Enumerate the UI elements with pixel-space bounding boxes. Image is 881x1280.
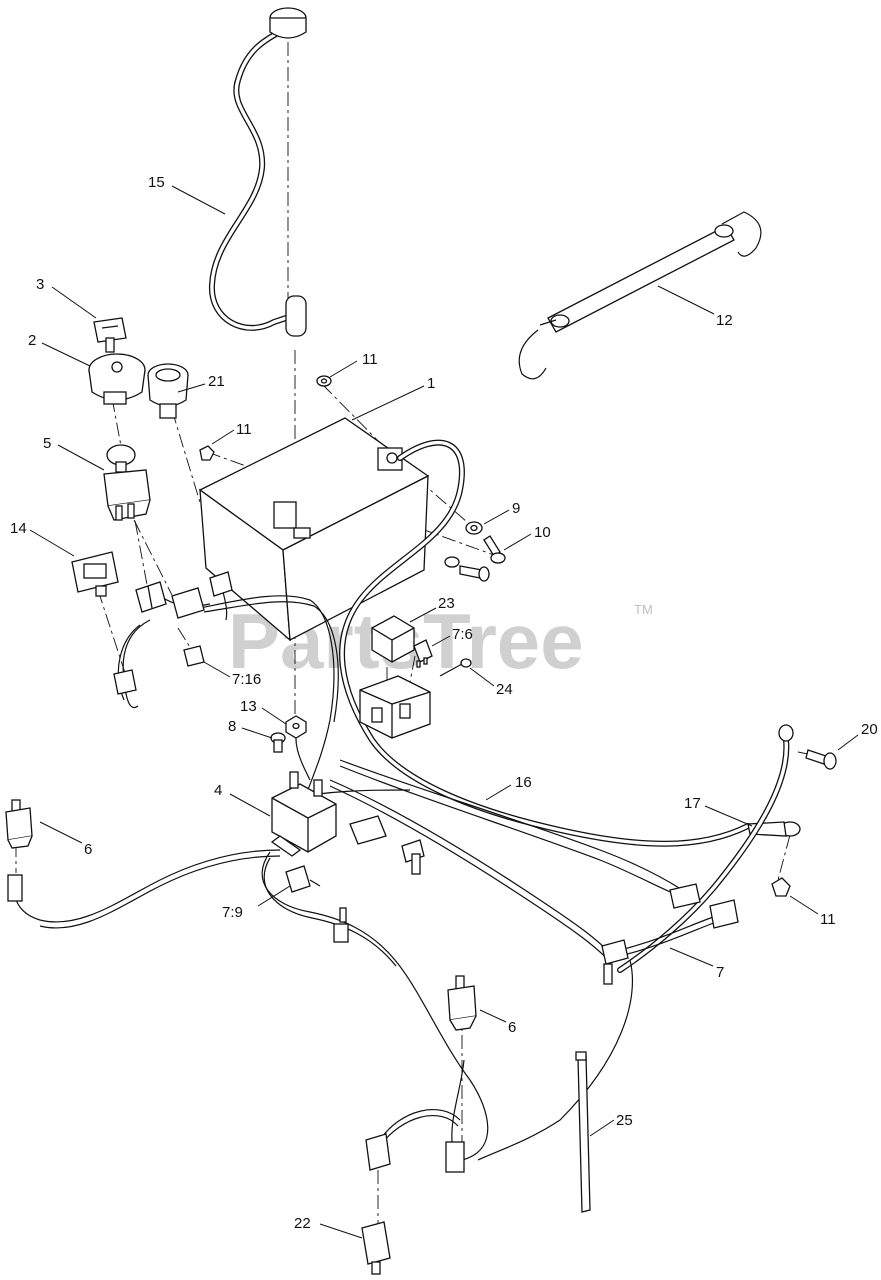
callout-5: 5 <box>43 435 51 452</box>
callout-7-9: 7:9 <box>222 904 243 921</box>
part-14-indicator <box>71 551 119 597</box>
part-6-switch-left <box>5 799 33 902</box>
callout-6-right: 6 <box>508 1019 516 1036</box>
part-8-bolt <box>270 732 286 753</box>
part-17-ground-cable <box>617 724 794 973</box>
part-25-cable-tie <box>575 1051 591 1213</box>
callout-21: 21 <box>208 373 225 390</box>
part-22-connector <box>361 1133 391 1275</box>
callout-11-right: 11 <box>820 911 836 928</box>
harness-connectors <box>113 571 739 985</box>
callout-1: 1 <box>427 375 435 392</box>
callout-14: 14 <box>10 520 27 537</box>
part-6-switch-right <box>445 975 477 1173</box>
callout-11-top: 11 <box>362 351 378 368</box>
callout-10: 10 <box>534 524 551 541</box>
callout-9: 9 <box>512 500 520 517</box>
part-11-nuts <box>199 375 791 897</box>
part-7-9-diode <box>285 865 321 893</box>
callout-leaders <box>29 185 859 1239</box>
callout-16: 16 <box>515 774 532 791</box>
callout-15: 15 <box>148 174 165 191</box>
fuse-block <box>359 675 431 739</box>
part-9-washer <box>444 521 483 568</box>
part-7-6-fuse <box>413 639 433 668</box>
part-13-nut <box>285 715 307 739</box>
part-5-pto-switch <box>103 444 151 521</box>
callout-6-left: 6 <box>84 841 92 858</box>
callout-25: 25 <box>616 1112 633 1129</box>
watermark-trademark: TM <box>634 602 653 617</box>
part-24-screw <box>439 658 472 677</box>
callout-23: 23 <box>438 595 455 612</box>
part-15-ground-wire <box>208 7 307 337</box>
callout-13: 13 <box>240 698 257 715</box>
part-21-socket <box>147 363 189 419</box>
part-23-relay <box>371 615 415 663</box>
part-4-solenoid <box>270 771 337 857</box>
callout-22: 22 <box>294 1215 311 1232</box>
callout-8: 8 <box>228 718 236 735</box>
part-20-bolt <box>805 749 837 770</box>
callout-7: 7 <box>716 964 724 981</box>
callout-20: 20 <box>861 721 878 738</box>
part-2-ignition-switch <box>88 353 146 405</box>
part-12-hooked-rod <box>518 211 762 380</box>
callout-7-6: 7:6 <box>452 626 473 643</box>
callout-17: 17 <box>684 795 701 812</box>
callout-7-16: 7:16 <box>232 671 261 688</box>
callout-labels: 15 3 2 21 12 11 1 11 5 9 10 14 23 7:6 7:… <box>10 174 878 1232</box>
callout-12: 12 <box>716 312 733 329</box>
callout-24: 24 <box>496 681 513 698</box>
callout-11-left: 11 <box>236 421 252 438</box>
callout-2: 2 <box>28 332 36 349</box>
part-10-bolt <box>459 535 506 582</box>
callout-3: 3 <box>36 276 44 293</box>
callout-4: 4 <box>214 782 222 799</box>
part-3-key <box>93 317 127 353</box>
